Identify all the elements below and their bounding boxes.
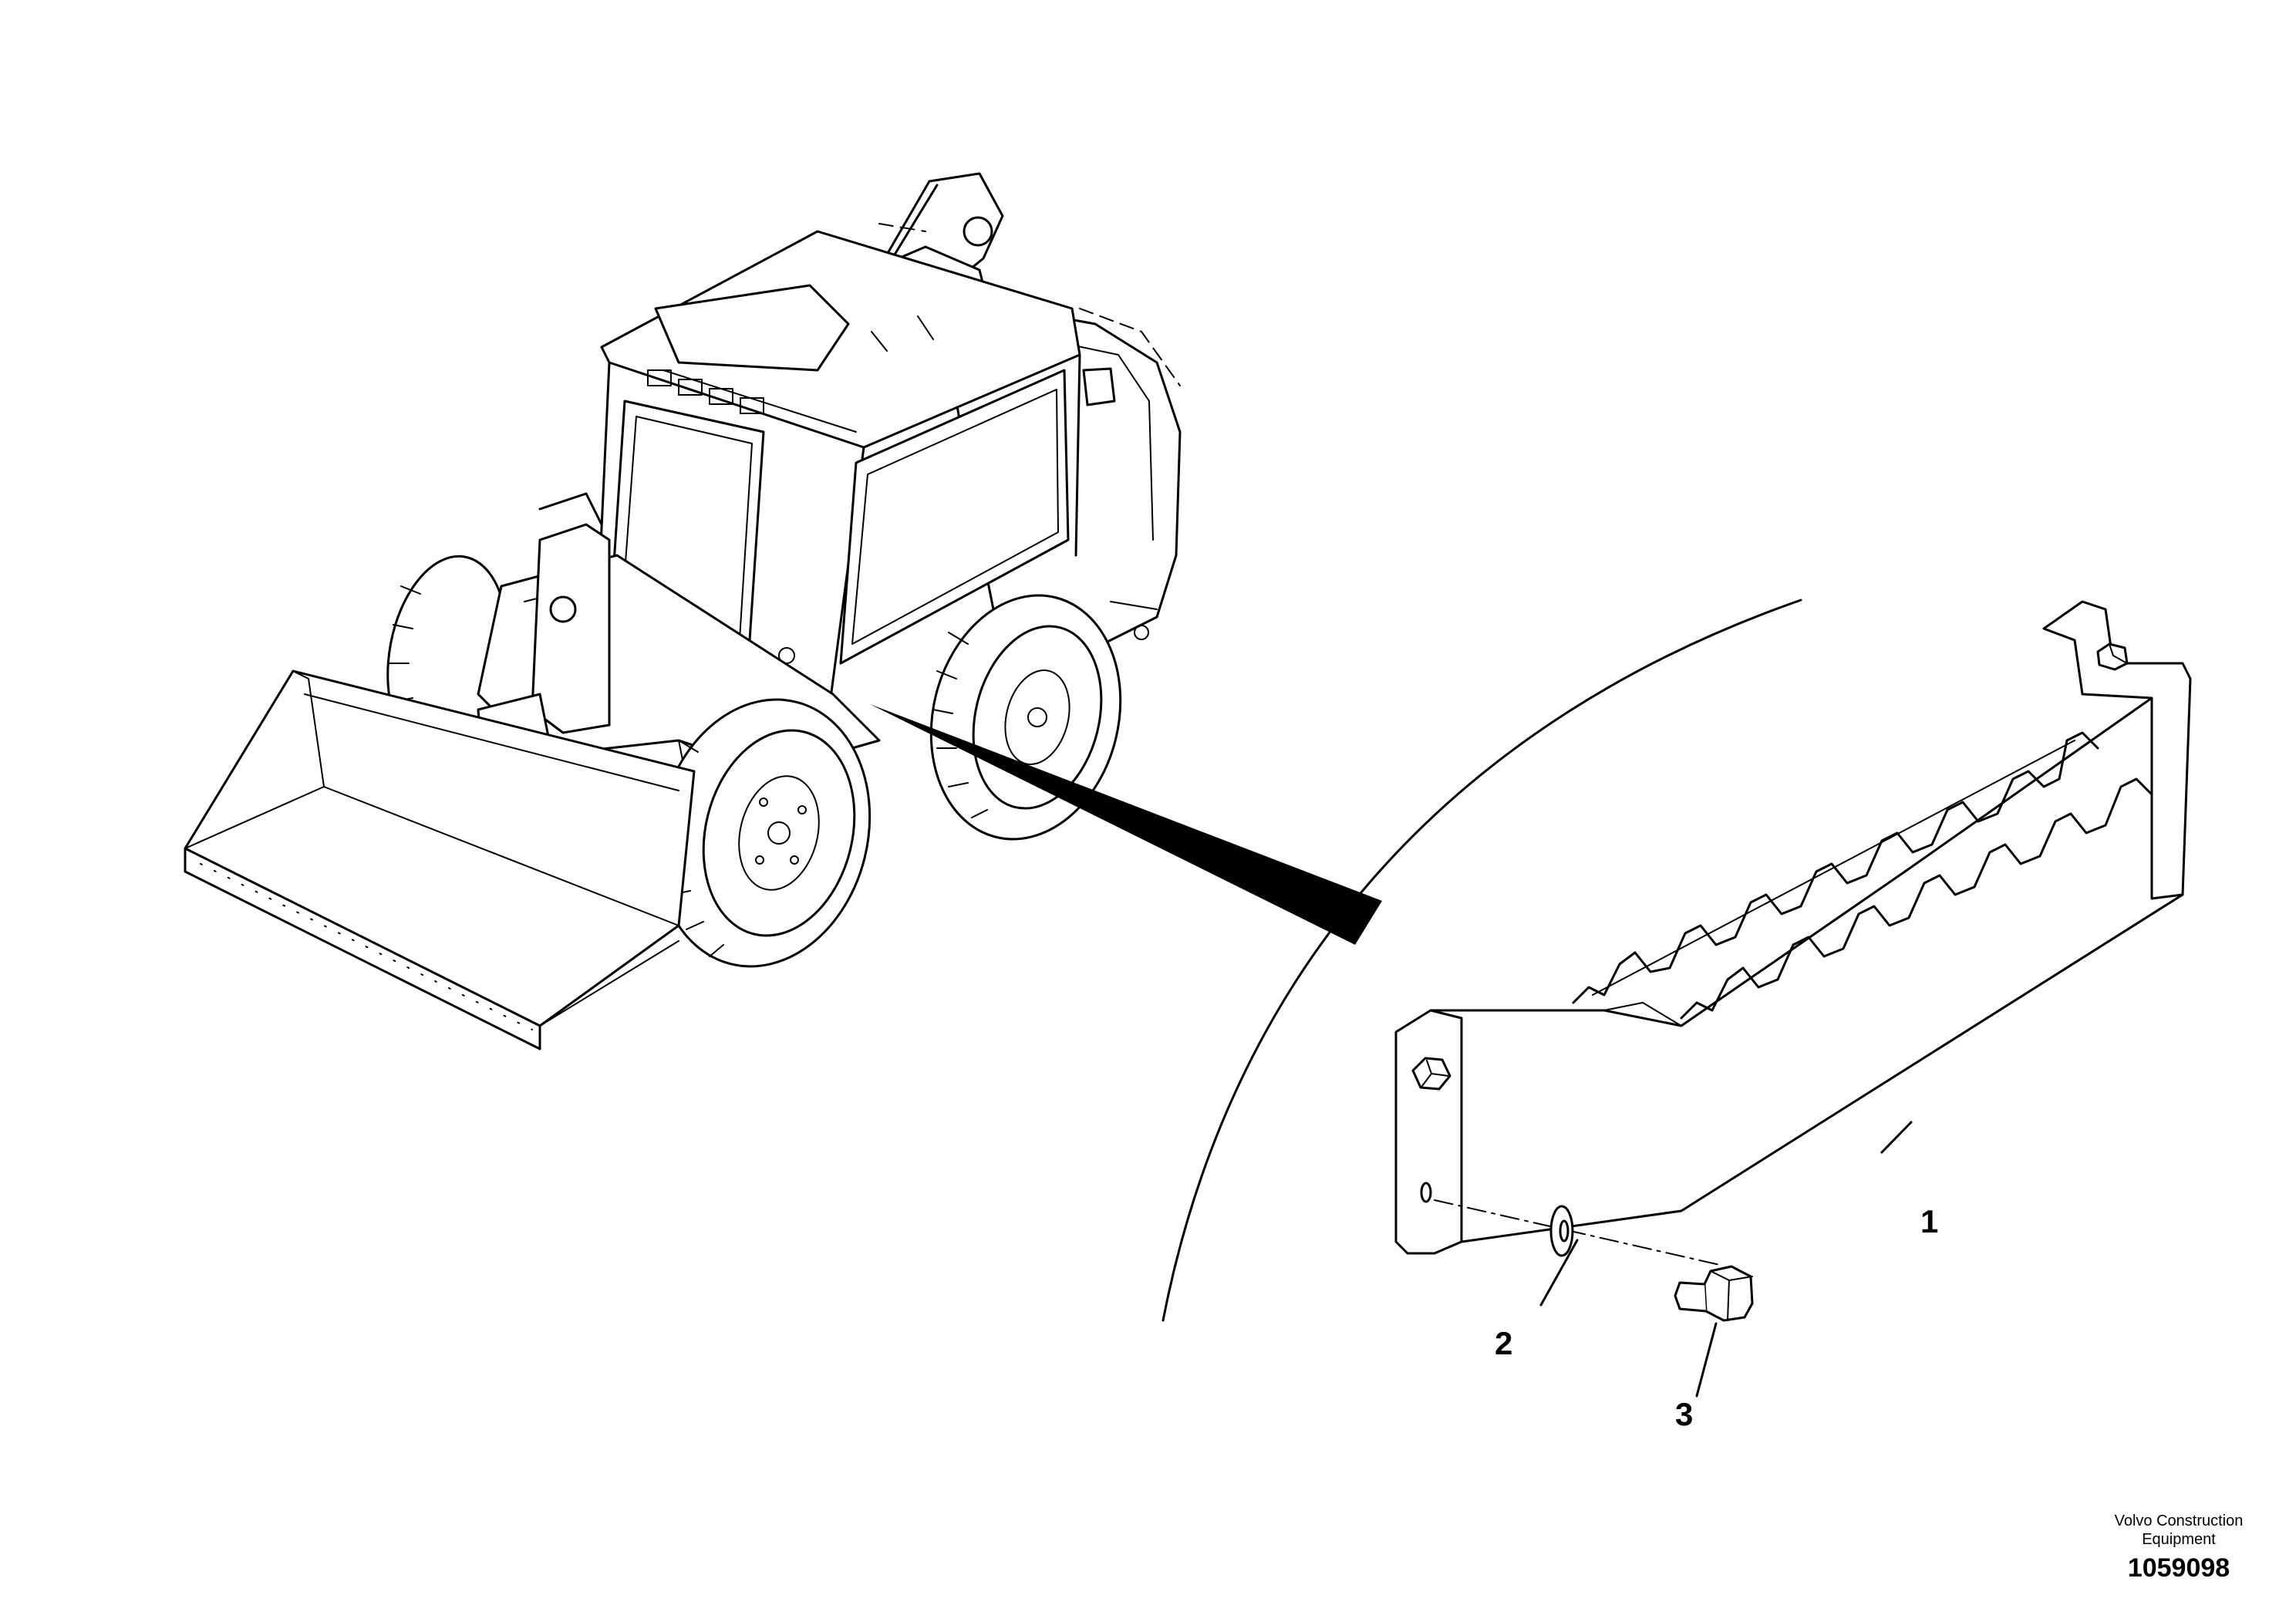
callout-1: 1 (1920, 1203, 1938, 1239)
company-name-line1: Volvo Construction (2114, 1512, 2244, 1529)
bracket-step-part (1394, 600, 2192, 1255)
company-name-line2: Equipment (2142, 1531, 2216, 1548)
back-plate-bolt (2096, 642, 2129, 671)
washer-part (1549, 1205, 1574, 1257)
operator-cab (592, 230, 1081, 711)
detail-boundary-arc (1161, 599, 1802, 1322)
callout-3: 3 (1675, 1396, 1693, 1432)
top-bolt (1411, 1057, 1451, 1091)
callout-2: 2 (1495, 1325, 1512, 1361)
detail-view: 1 2 3 (870, 599, 2192, 1432)
assembly-centerline (1434, 1199, 1721, 1266)
leader-line-3 (1695, 1322, 1718, 1398)
bolt-hole (1420, 1182, 1432, 1203)
compact-loader-illustration (184, 172, 1182, 1050)
footer-credit: Volvo Construction Equipment 1059098 (2067, 1512, 2291, 1583)
part-number: 1059098 (2127, 1553, 2230, 1583)
detail-pointer (870, 704, 1382, 945)
leader-line-2 (1539, 1239, 1579, 1307)
bucket (184, 669, 696, 1050)
leader-line-1 (1880, 1121, 1913, 1154)
front-right-wheel (656, 698, 872, 968)
bolt-part (1674, 1265, 1754, 1322)
